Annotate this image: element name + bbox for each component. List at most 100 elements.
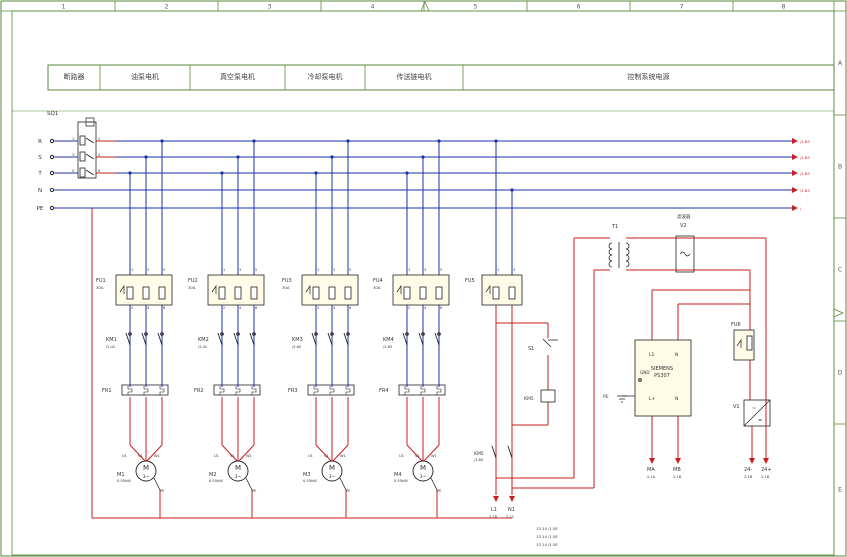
ground-icon xyxy=(617,395,627,403)
terminal-number: 3 xyxy=(333,268,335,272)
contactor-contact xyxy=(491,445,497,459)
contactor-contact xyxy=(217,332,223,346)
thermal-element xyxy=(143,386,149,395)
terminal-v: V1 xyxy=(138,454,143,458)
terminal-pe: PE xyxy=(160,489,165,493)
fuse-element xyxy=(158,286,166,300)
motor-phase: 3~ xyxy=(329,474,336,480)
supply-pin-lplus: L+ xyxy=(649,396,656,402)
terminal-number: 1 xyxy=(497,268,499,272)
contactor-contact xyxy=(327,332,333,346)
output-label: MA xyxy=(647,467,655,473)
column-number: 7 xyxy=(680,4,684,11)
terminal-number: 5 xyxy=(440,268,442,272)
bus-label: PE xyxy=(37,206,44,212)
row-letter: E xyxy=(838,487,842,494)
coil-winding xyxy=(625,260,630,268)
contactor-ref: /2.42 xyxy=(106,345,115,349)
contact-ref: 13 14 /1.5E xyxy=(536,542,558,547)
fuse-label: FU2 xyxy=(188,278,198,284)
main-switch-body xyxy=(77,121,97,179)
coil-winding xyxy=(608,254,613,262)
main-switch-pole xyxy=(79,151,86,162)
contactor-arc xyxy=(128,332,132,336)
motor-circle xyxy=(321,460,343,482)
terminal-v: V1 xyxy=(230,454,235,458)
dc-symbol: = xyxy=(758,418,762,424)
fuse-label: FU1 xyxy=(96,278,106,284)
bus-ref: /1.85 xyxy=(800,155,810,160)
motor-lead xyxy=(406,444,424,463)
terminal-number: 2 xyxy=(223,306,225,310)
contactor-label: KM3 xyxy=(292,337,303,343)
terminal-number: 3 xyxy=(147,268,149,272)
motor-lead xyxy=(221,444,239,463)
supply-pin-gnd: GND xyxy=(640,370,650,375)
pole-number: 6 xyxy=(98,169,100,173)
output-ref: 2.1B xyxy=(761,475,770,479)
thermal-element xyxy=(436,386,442,395)
output-label: 24- xyxy=(744,467,752,473)
output-label: MB xyxy=(673,467,681,473)
output-arrow xyxy=(749,458,755,464)
motor-circle xyxy=(412,460,434,482)
terminal-number: 6 xyxy=(163,306,165,310)
fuse-element xyxy=(126,286,134,300)
motor-phase: 3~ xyxy=(420,474,427,480)
supply-pin-nout: N xyxy=(675,396,678,402)
bus-terminal xyxy=(49,154,55,160)
contactor-ref: /2.60 xyxy=(383,345,393,349)
bus-arrow xyxy=(792,154,798,160)
bus-arrow xyxy=(792,187,798,193)
contactor-contact xyxy=(141,332,147,346)
output-arrow xyxy=(675,458,681,464)
output-arrow xyxy=(493,496,499,502)
motor-lead xyxy=(422,444,440,463)
output-label: N1 xyxy=(508,507,515,513)
relay-label: FR2 xyxy=(194,388,204,394)
output-ref: 2.1B xyxy=(673,475,682,479)
column-number: 8 xyxy=(782,4,786,11)
section-title-bar: 断路器油泵电机真空泵电机冷却泵电机传送链电机控制系统电源 xyxy=(47,64,835,91)
contactor-contact xyxy=(507,445,513,459)
contactor-arc xyxy=(314,332,318,336)
bus-terminal xyxy=(49,138,55,144)
terminal-v: V1 xyxy=(324,454,329,458)
terminal-number: 4 xyxy=(333,306,335,310)
fuse-actuator xyxy=(211,284,217,294)
motor-circle xyxy=(227,460,249,482)
terminal-w: W1 xyxy=(340,454,346,458)
contactor-label: KM1 xyxy=(106,337,117,343)
contactor-arc xyxy=(346,332,350,336)
terminal-number: 2 xyxy=(131,306,133,310)
terminal-number: 5 xyxy=(349,268,351,272)
bus-terminal xyxy=(49,187,55,193)
terminal-number: 3 xyxy=(424,268,426,272)
motor-label: M3 xyxy=(303,472,311,478)
fuse-element xyxy=(142,286,150,300)
coil-winding xyxy=(625,242,630,250)
terminal-w: W1 xyxy=(431,454,437,458)
contactor-contact xyxy=(233,332,239,346)
thermal-element xyxy=(313,386,319,395)
contactor-label: KM5 xyxy=(474,451,484,457)
column-number: 4 xyxy=(371,4,375,11)
main-switch-pole xyxy=(79,135,86,146)
fuse-element xyxy=(419,286,427,300)
main-switch-contact xyxy=(85,153,95,160)
fuse-block xyxy=(481,274,523,306)
main-switch-label: SQ1 xyxy=(47,111,58,117)
terminal-number: 1 xyxy=(223,268,225,272)
thermal-element xyxy=(219,386,225,395)
coil-label: KM5 xyxy=(524,396,534,402)
motor-label: M2 xyxy=(209,472,217,478)
gnd-terminal xyxy=(638,378,642,382)
motor-pe-lead xyxy=(430,477,438,491)
contactor-contact xyxy=(157,332,163,346)
section-title: 断路器 xyxy=(64,72,85,81)
coil-winding xyxy=(608,248,613,256)
contactor-ref: /2.60 xyxy=(474,458,484,462)
motor-label: M4 xyxy=(394,472,402,478)
